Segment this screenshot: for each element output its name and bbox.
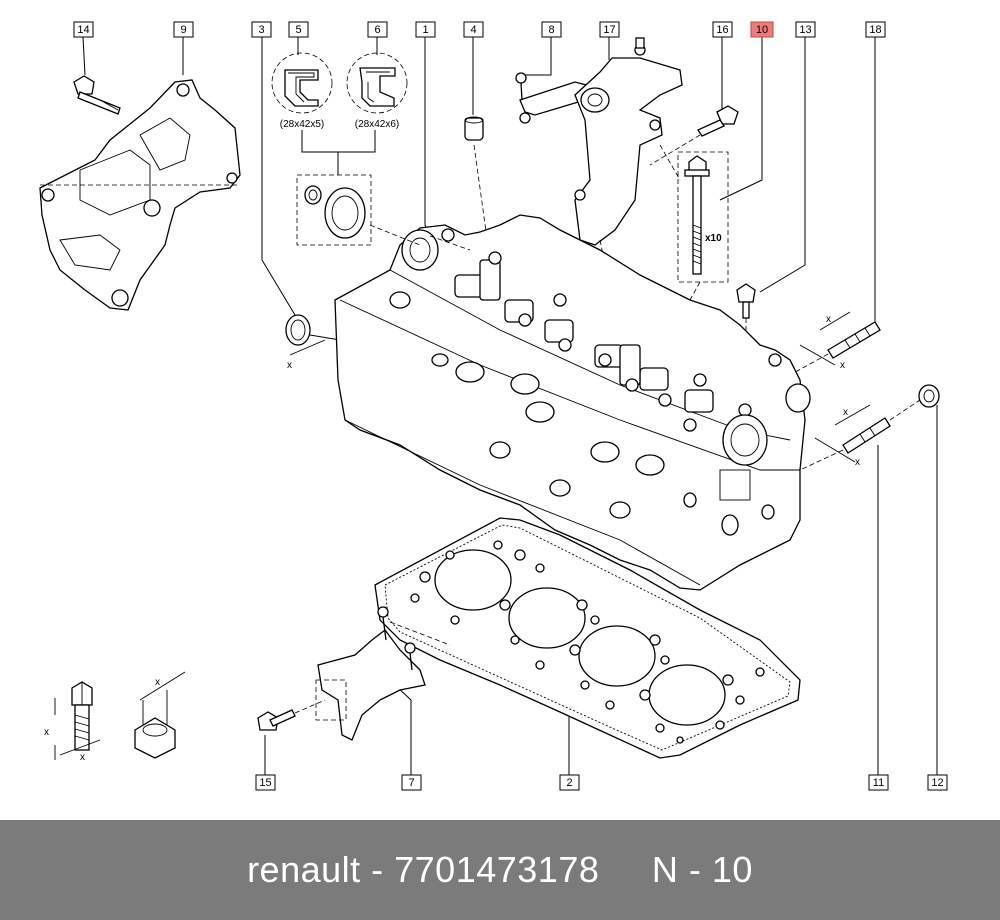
dimension-marker: x (287, 360, 292, 371)
svg-text:14: 14 (77, 24, 89, 36)
cylinder-head-exploded-diagram: (28x42x5) (28x42x6) x (39, 21, 948, 791)
engine-bracket-9 (39, 79, 241, 311)
part-info-footer: renault - 7701473178 N - 10 (0, 820, 1000, 920)
quantity-label: x10 (705, 233, 722, 244)
svg-text:1: 1 (422, 24, 428, 36)
callout-labels: 14 9 3 5 6 1 4 8 17 16 10 13 18 15 7 2 1… (73, 21, 948, 791)
svg-text:13: 13 (799, 24, 811, 36)
part-number: 7701473178 (394, 849, 600, 890)
stud-18: x x (789, 311, 881, 376)
callout-18: 18 (865, 21, 886, 38)
bolt-14 (73, 75, 121, 115)
callout-9: 9 (173, 21, 194, 38)
svg-text:16: 16 (716, 24, 728, 36)
callout-2: 2 (559, 774, 580, 791)
seal-label-6: (28x42x6) (355, 119, 399, 130)
ports (389, 291, 665, 519)
svg-text:x: x (855, 457, 860, 468)
callout-7: 7 (401, 774, 422, 791)
svg-text:x: x (840, 360, 845, 371)
part-info-text: renault - 7701473178 N - 10 (247, 849, 753, 891)
lifting-bracket-17 (574, 37, 683, 291)
svg-text:4: 4 (470, 24, 476, 36)
head-gasket-2 (374, 517, 801, 759)
svg-text:5: 5 (295, 24, 301, 36)
cylinder-head-1 (334, 214, 811, 591)
seal-detail-6: (28x42x6) (346, 52, 408, 130)
bracket-7 (315, 606, 451, 741)
svg-text:11: 11 (873, 777, 884, 789)
svg-text:8: 8 (548, 24, 554, 36)
plug-3: x (285, 314, 341, 371)
separator: - (360, 849, 395, 890)
callout-14: 14 (73, 21, 94, 38)
camshaft-seal-assembly (296, 174, 372, 246)
callout-17: 17 (599, 21, 620, 38)
callout-11: 11 (868, 774, 889, 791)
svg-text:9: 9 (180, 24, 186, 36)
generic-bolt-detail: x x (44, 681, 101, 763)
svg-text:15: 15 (259, 777, 271, 789)
callout-13: 13 (795, 21, 816, 38)
svg-text:17: 17 (603, 24, 615, 36)
bolt-16 (649, 105, 739, 166)
lifting-bracket-8 (515, 72, 591, 124)
generic-nut-detail: x (134, 671, 186, 759)
svg-text:x: x (843, 407, 848, 418)
svg-text:x: x (826, 314, 831, 325)
stud-11: x x (799, 399, 921, 471)
callout-8: 8 (541, 21, 562, 38)
svg-text:2: 2 (566, 777, 572, 789)
seal-detail-5: (28x42x5) (271, 52, 333, 130)
callout-5: 5 (288, 21, 309, 38)
callout-1: 1 (415, 21, 436, 38)
svg-text:7: 7 (408, 777, 414, 789)
callout-3: 3 (251, 21, 272, 38)
nut-12 (918, 384, 940, 408)
svg-text:x: x (155, 677, 160, 688)
leader-lines (82, 36, 938, 775)
position-label: N - 10 (651, 849, 753, 890)
callout-4: 4 (463, 21, 484, 38)
svg-text:12: 12 (931, 777, 943, 789)
callout-6: 6 (367, 21, 388, 38)
svg-text:x: x (80, 752, 85, 763)
svg-text:3: 3 (258, 24, 264, 36)
svg-text:6: 6 (374, 24, 380, 36)
head-bolt-10: x10 (677, 151, 729, 301)
svg-text:x: x (44, 727, 49, 738)
callout-12: 12 (927, 774, 948, 791)
end-plate (401, 229, 811, 536)
svg-text:10: 10 (756, 24, 768, 36)
callout-10-highlighted: 10 (750, 21, 774, 38)
bolt-15 (257, 699, 326, 731)
seal-label-5: (28x42x5) (280, 119, 324, 130)
brand-name: renault (247, 849, 361, 890)
callout-15: 15 (255, 774, 276, 791)
callout-16: 16 (712, 21, 733, 38)
spacer (599, 849, 652, 890)
svg-text:18: 18 (869, 24, 881, 36)
